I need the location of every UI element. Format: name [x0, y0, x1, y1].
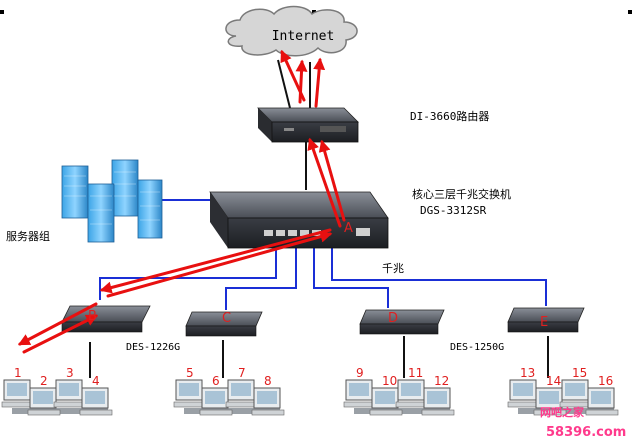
pc-number-label: 16 — [598, 374, 613, 388]
pc-number-label: 5 — [186, 366, 194, 380]
server-group-label: 服务器组 — [6, 229, 50, 243]
pc-workstation — [53, 379, 87, 408]
pc-workstation — [559, 379, 593, 408]
switch-d-model: DES-1250G — [450, 342, 504, 353]
switch-b-model: DES-1226G — [126, 342, 180, 353]
marker-a: A — [344, 221, 353, 236]
pc-number-label: 9 — [356, 366, 364, 380]
watermark-line2: 58396.com — [546, 425, 626, 440]
pc-workstation — [251, 387, 285, 416]
pc-number-label: 12 — [434, 374, 449, 388]
pc-workstation — [225, 379, 259, 408]
gigabit-label: 千兆 — [382, 262, 404, 275]
core-switch-device: 核心三层千兆交换机 DGS-3312SR — [209, 187, 511, 249]
selection-handle — [628, 10, 632, 14]
pc-number-label: 1 — [14, 366, 22, 380]
access-switch-e — [507, 307, 585, 333]
pc-workstation — [199, 387, 233, 416]
pc-number-label: 15 — [572, 366, 587, 380]
marker-b: B — [88, 309, 97, 324]
pc-number-label: 2 — [40, 374, 48, 388]
router-label: DI-3660路由器 — [410, 109, 489, 123]
pc-workstation — [585, 387, 619, 416]
server-group: 服务器组 — [6, 159, 163, 243]
black-links — [89, 59, 549, 378]
core-switch-model: DGS-3312SR — [420, 204, 487, 217]
internet-cloud: Internet — [225, 5, 358, 57]
segment-markers: A B C D E — [88, 221, 548, 330]
traffic-arrows — [17, 49, 346, 354]
pc-workstation — [173, 379, 207, 408]
marker-d: D — [388, 311, 398, 326]
pc-number-label: 4 — [92, 374, 100, 388]
internet-label: Internet — [272, 29, 335, 44]
access-switch-c — [185, 311, 263, 337]
pc-number-label: 10 — [382, 374, 397, 388]
pc-number-label: 6 — [212, 374, 220, 388]
pc-workstation — [395, 379, 429, 408]
pc-workstation — [1, 379, 35, 408]
pc-workstation — [533, 387, 567, 416]
selection-handle — [0, 10, 4, 14]
access-switch-d: DES-1250G — [359, 309, 504, 353]
core-switch-label: 核心三层千兆交换机 — [412, 187, 511, 201]
pc-number-label: 14 — [546, 374, 561, 388]
pc-number-label: 8 — [264, 374, 272, 388]
marker-e: E — [540, 315, 548, 330]
pc-workstation — [421, 387, 455, 416]
watermark-line1: 网吧之家 — [540, 405, 585, 419]
site-watermark: 网吧之家 58396.com — [540, 405, 626, 440]
pc-number-label: 3 — [66, 366, 74, 380]
marker-c: C — [222, 311, 231, 326]
pc-workstation — [343, 379, 377, 408]
pc-number-label: 7 — [238, 366, 246, 380]
pc-workstation — [79, 387, 113, 416]
pc-workstation — [507, 379, 541, 408]
pc-workstation — [369, 387, 403, 416]
pc-number-label: 11 — [408, 366, 423, 380]
router-device: DI-3660路由器 — [257, 107, 489, 143]
pc-number-label: 13 — [520, 366, 535, 380]
pc-workstation — [27, 387, 61, 416]
workstation-groups — [1, 379, 619, 416]
